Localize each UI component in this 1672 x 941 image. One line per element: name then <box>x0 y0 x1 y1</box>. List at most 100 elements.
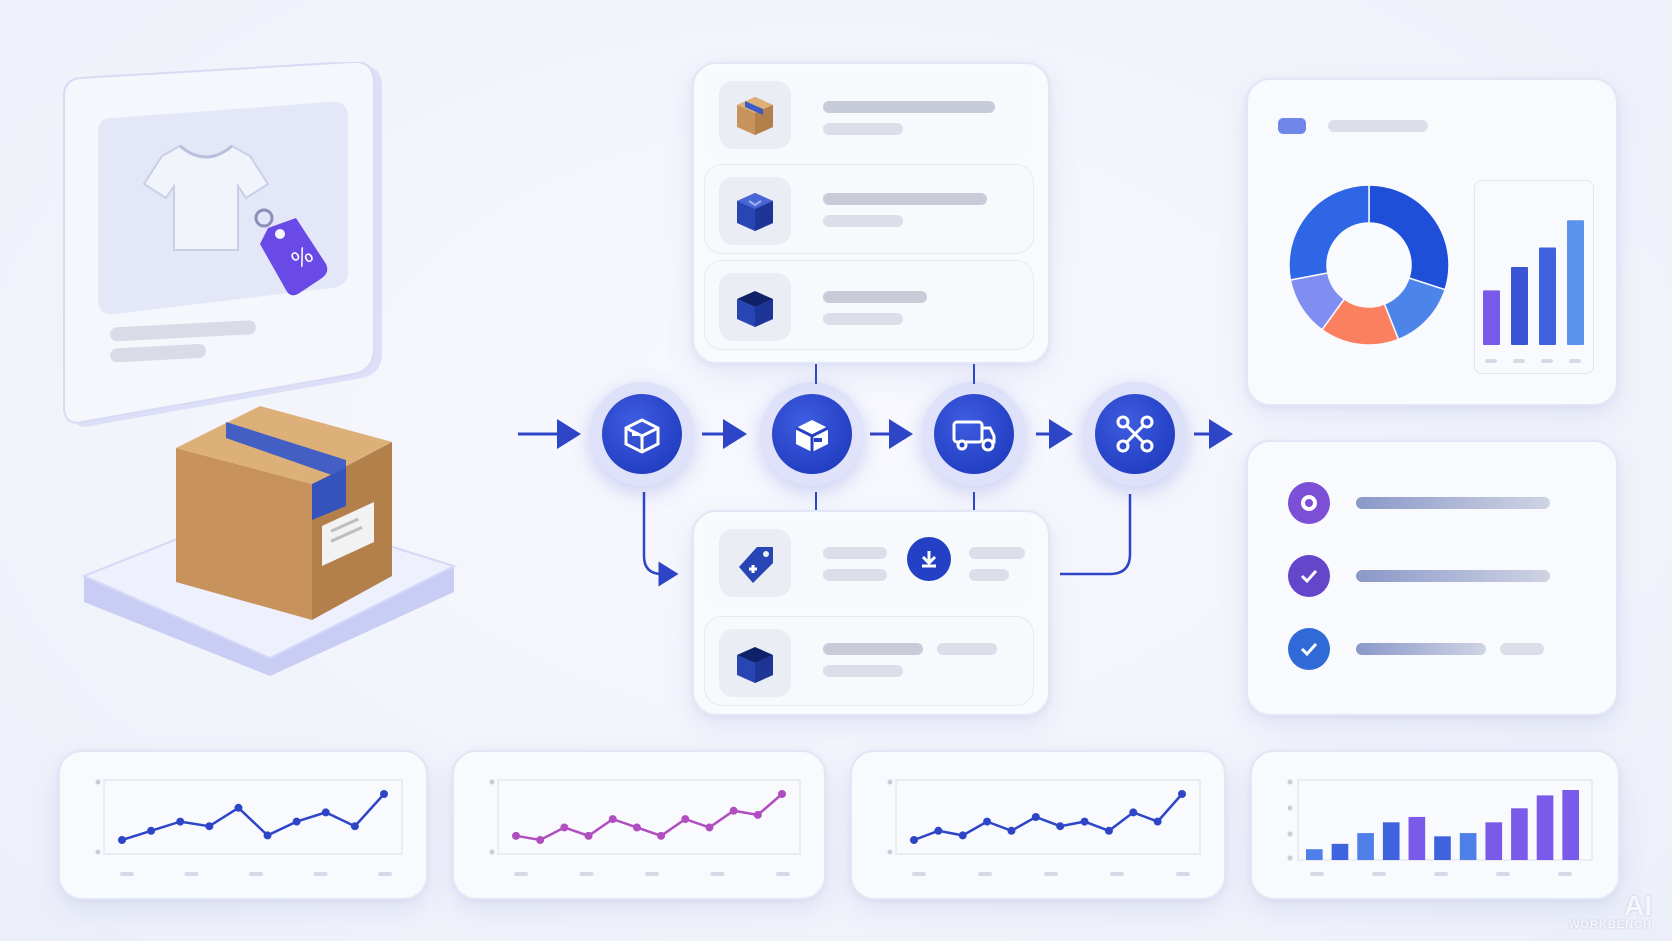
tick-mark <box>249 872 263 876</box>
list-item[interactable] <box>704 260 1034 350</box>
watermark-line2: WORKBENCH <box>1569 919 1652 931</box>
axis-dot <box>95 779 101 785</box>
axis-dot <box>95 849 101 855</box>
storefront-screen: % <box>60 60 400 442</box>
watermark-line1: AI <box>1624 890 1652 921</box>
data-point <box>753 810 762 819</box>
tick-mark <box>1513 359 1525 363</box>
sparkline-chart-2 <box>452 750 826 900</box>
progress-bar <box>1356 570 1550 582</box>
data-point <box>560 823 569 832</box>
inventory-list-panel <box>692 62 1050 364</box>
series-line <box>913 793 1183 842</box>
tick-mark <box>1372 872 1386 876</box>
data-point <box>983 817 992 826</box>
series-line <box>515 793 783 842</box>
tick-mark <box>776 872 790 876</box>
sparkline-chart-1 <box>58 750 428 900</box>
list-item[interactable] <box>704 164 1034 254</box>
radio-circle-icon[interactable] <box>1288 482 1330 524</box>
data-point <box>1031 813 1040 821</box>
data-point <box>205 822 214 831</box>
tick-mark <box>1569 359 1581 363</box>
delivery-truck-icon <box>952 420 996 452</box>
list-item[interactable] <box>704 68 1034 158</box>
data-point <box>729 806 738 815</box>
axis-dot <box>489 779 495 785</box>
analytics-panel <box>1246 78 1618 406</box>
bar <box>1434 836 1451 860</box>
donut-slice <box>1288 184 1370 281</box>
tick-mark <box>1176 872 1190 876</box>
series-line <box>121 793 385 842</box>
bar <box>1562 790 1579 860</box>
data-point <box>292 817 301 826</box>
data-point <box>934 826 943 835</box>
mini-bar <box>1483 290 1500 345</box>
list-item[interactable] <box>704 616 1034 706</box>
tick-mark <box>1434 872 1448 876</box>
data-point <box>176 817 185 826</box>
progress-bar <box>1356 497 1550 509</box>
axis-dot <box>1287 779 1293 785</box>
data-point <box>380 790 388 798</box>
percent-tag-icon: % <box>254 208 328 296</box>
list-item[interactable] <box>704 516 1034 606</box>
cardboard-box-icon <box>719 81 791 149</box>
checklist-item[interactable] <box>1248 624 1616 672</box>
data-point <box>512 831 520 840</box>
tick-mark <box>1110 872 1124 876</box>
tick-mark <box>579 872 594 876</box>
checklist-panel <box>1246 440 1618 716</box>
bar <box>1536 795 1554 860</box>
tick-mark <box>645 872 659 876</box>
data-point <box>536 836 545 844</box>
tick-mark <box>1310 872 1324 876</box>
bar <box>1511 808 1528 860</box>
donut-chart <box>1288 184 1450 346</box>
tick-mark <box>313 872 328 876</box>
data-point <box>958 831 967 840</box>
data-point <box>608 815 617 824</box>
plot-frame <box>497 779 801 855</box>
tick-mark <box>514 872 528 876</box>
bar <box>1408 816 1426 860</box>
checklist-item[interactable] <box>1248 478 1616 526</box>
axis-dot <box>1287 855 1293 861</box>
tshirt-icon <box>142 144 270 251</box>
plot-frame <box>895 779 1201 855</box>
blue-box-icon <box>719 177 791 245</box>
flow-node-network[interactable] <box>1083 382 1187 486</box>
plot-frame <box>103 779 403 855</box>
bar-chart-panel <box>1250 750 1620 900</box>
axis-dot <box>1287 805 1293 811</box>
check-circle-icon[interactable] <box>1288 628 1330 670</box>
package-sort-icon <box>795 420 829 452</box>
flow-node-packing[interactable] <box>590 382 694 486</box>
watermark: AI WORKBENCH <box>1569 890 1652 932</box>
data-point <box>705 823 714 832</box>
connector-branch <box>642 492 679 587</box>
tick-mark <box>378 872 392 876</box>
flow-node-delivery[interactable] <box>922 382 1026 486</box>
data-point <box>681 815 690 824</box>
data-point <box>584 831 593 840</box>
check-circle-icon[interactable] <box>1288 555 1330 597</box>
download-badge-icon <box>907 537 951 581</box>
checklist-item[interactable] <box>1248 551 1616 599</box>
mini-bar <box>1511 267 1528 345</box>
bar <box>1485 822 1503 860</box>
data-point <box>350 822 359 831</box>
tick-mark <box>1558 872 1572 876</box>
bar <box>1331 843 1349 860</box>
bar <box>1459 833 1477 860</box>
tick-mark <box>1496 872 1510 876</box>
flow-node-sorting[interactable] <box>760 382 864 486</box>
data-point <box>1104 826 1113 835</box>
tick-mark <box>184 872 199 876</box>
bar <box>1357 833 1374 860</box>
bar <box>1382 822 1400 860</box>
mini-bar <box>1567 220 1584 345</box>
progress-bar <box>1356 643 1486 655</box>
